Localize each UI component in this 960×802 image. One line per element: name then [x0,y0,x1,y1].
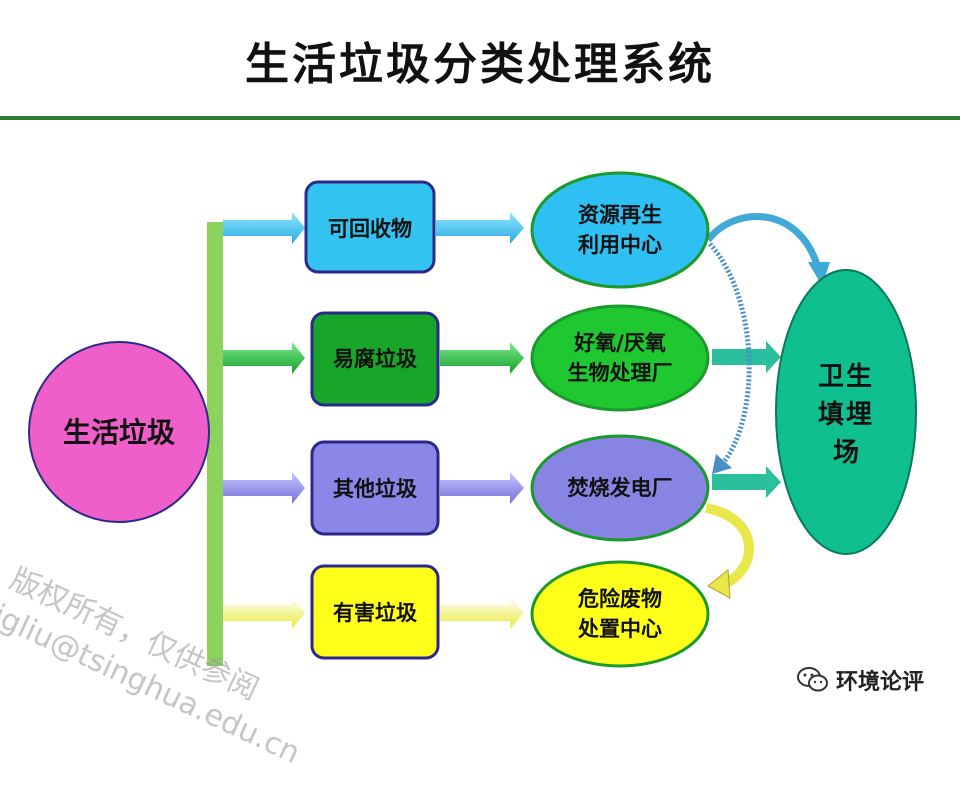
brand-mark: 环境论评 [796,664,924,696]
arrow-trunk-to-hazardous [223,597,305,629]
facility-label-line: 焚烧发电厂 [568,475,673,500]
facility-label-line: 资源再生 [578,202,662,227]
curve-arrow-incinerator-to-hazard [704,503,755,589]
facility-node-bio-plant: 好氧/厌氧 生物处理厂 [530,304,710,412]
source-node [28,341,210,523]
facility-node-recycling-center: 资源再生 利用中心 [530,171,710,289]
category-node-perishable: 易腐垃圾 [310,311,440,407]
category-node-other: 其他垃圾 [310,440,440,536]
facility-node-hazard-center: 危险废物 处置中心 [530,560,710,668]
flow-diagram: 生活垃圾 可回收物 易腐垃圾 其他垃圾 有害垃圾 资源再生 利用中心 好氧/厌氧… [28,171,917,668]
curve-arrowhead-recycling-to-incinerator [712,454,732,474]
landfill-node: 卫生 填埋 场 [775,269,917,555]
landfill-label-line: 场 [833,438,859,468]
landfill-label-line: 填埋 [818,400,874,430]
source-label: 生活垃圾 [63,416,175,449]
category-node-recyclable: 可回收物 [304,180,436,274]
arrow-other-to-incinerator [440,472,524,504]
slide: 生活垃圾分类处理系统 生活 [0,39,960,771]
facility-label-line: 利用中心 [578,232,662,257]
facility-label-line: 危险废物 [578,586,662,611]
curve-arrow-recycling-to-incinerator [708,242,752,466]
category-label: 有害垃圾 [333,600,418,625]
category-label: 易腐垃圾 [333,346,418,371]
arrow-perishable-to-bio-plant [440,342,524,374]
category-label: 其他垃圾 [333,476,418,501]
arrow-hazardous-to-hazard-center [440,597,524,629]
category-node-hazardous: 有害垃圾 [310,564,440,660]
page-title: 生活垃圾分类处理系统 [245,39,715,90]
facility-label-line: 好氧/厌氧 [573,330,666,355]
facility-label-line: 处置中心 [577,616,662,641]
arrow-recyclable-to-recycling-center [436,212,524,244]
arrow-trunk-to-perishable [223,342,305,374]
curve-arrowhead-incinerator-to-hazard [707,569,731,599]
wechat-icon [796,667,828,692]
brand-label: 环境论评 [835,670,924,695]
arrow-incinerator-to-landfill [712,466,781,498]
trunk-bar [207,222,223,666]
curve-arrowhead-recycling-to-landfill [808,262,830,286]
arrow-trunk-to-other [223,472,305,504]
curve-arrow-recycling-to-landfill [705,212,822,270]
facility-node-incinerator: 焚烧发电厂 [530,434,710,542]
title-divider [0,116,960,120]
category-label: 可回收物 [328,216,412,241]
arrow-trunk-to-recyclable [223,212,305,244]
landfill-label-line: 卫生 [818,362,874,392]
facility-label-line: 生物处理厂 [568,360,673,385]
